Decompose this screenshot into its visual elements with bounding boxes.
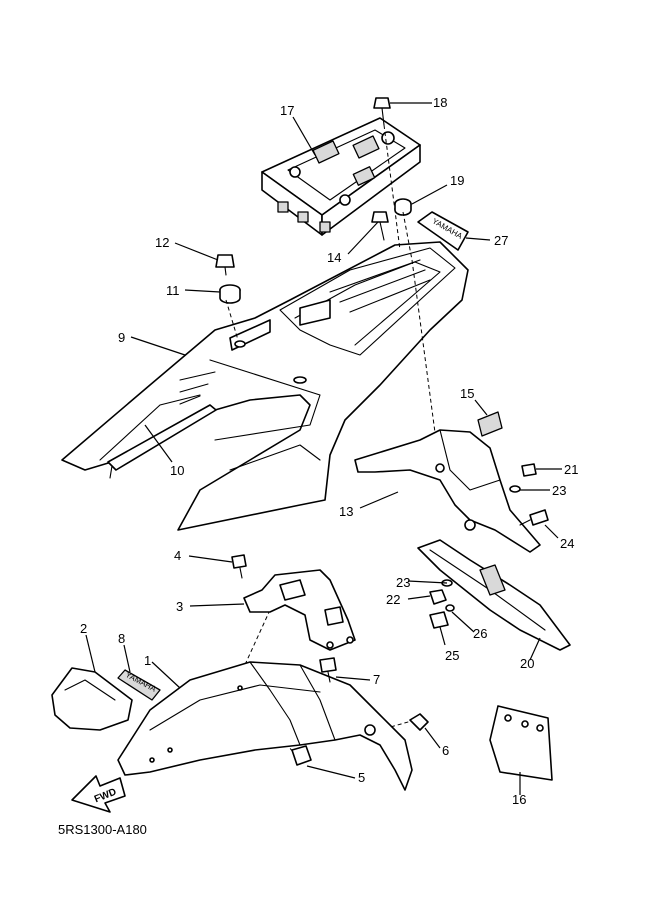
rear-carrier-part[interactable]: [261, 117, 421, 236]
reflector-part[interactable]: [477, 411, 503, 437]
rear-flap-part[interactable]: [354, 429, 541, 553]
fender-cap-part[interactable]: [409, 713, 429, 731]
screw-long-part[interactable]: [519, 509, 549, 526]
callout-9: 9: [118, 330, 125, 345]
callout-3: 3: [176, 599, 183, 614]
callout-4: 4: [174, 548, 181, 563]
nut-lower-part[interactable]: [429, 611, 449, 629]
seat-strip-part[interactable]: [107, 404, 217, 479]
callout-13: 13: [339, 504, 353, 519]
fender-bracket-part[interactable]: [243, 569, 356, 651]
bracket-bolt-part[interactable]: [231, 554, 247, 579]
forward-arrow-icon: FWD: [71, 775, 126, 813]
callout-labels: 18 17 19 27 14 12 11 9 10 13 15 21 23 24…: [80, 95, 578, 807]
leader-lines: [85, 102, 562, 795]
callout-2: 2: [80, 621, 87, 636]
carrier-bolt-front-part[interactable]: [371, 211, 389, 241]
washer-part[interactable]: [509, 485, 521, 493]
callout-12: 12: [155, 235, 169, 250]
callout-19: 19: [450, 173, 464, 188]
seat-bolt-part[interactable]: [215, 254, 235, 276]
license-bracket-part[interactable]: [417, 539, 571, 651]
callout-16: 16: [512, 792, 526, 807]
callout-23b: 23: [396, 575, 410, 590]
carrier-bolt-part[interactable]: [373, 97, 391, 126]
callout-7: 7: [373, 672, 380, 687]
callout-11: 11: [166, 283, 180, 298]
callout-18: 18: [433, 95, 447, 110]
rear-cover-part[interactable]: [61, 241, 469, 531]
collar-part[interactable]: [219, 284, 241, 304]
callout-24: 24: [560, 536, 574, 551]
callout-21: 21: [564, 462, 578, 477]
screw-part[interactable]: [521, 463, 537, 477]
callout-1: 1: [144, 653, 151, 668]
callout-6: 6: [442, 743, 449, 758]
fender-nut-part[interactable]: [291, 745, 312, 766]
callout-8: 8: [118, 631, 125, 646]
rear-fender-part[interactable]: [117, 661, 413, 791]
callout-10: 10: [170, 463, 184, 478]
callout-15: 15: [460, 386, 474, 401]
plate-part[interactable]: [489, 705, 553, 781]
diagram-code: 5RS1300-A180: [58, 822, 147, 837]
callout-26: 26: [473, 626, 487, 641]
callout-23a: 23: [552, 483, 566, 498]
fender-flap-part[interactable]: [51, 667, 133, 731]
nut-part[interactable]: [429, 589, 447, 605]
callout-25: 25: [445, 648, 459, 663]
callout-27: 27: [494, 233, 508, 248]
spring-washer-part[interactable]: [445, 604, 455, 612]
fender-bolt-part[interactable]: [319, 657, 337, 683]
callout-17: 17: [280, 103, 294, 118]
callout-14: 14: [327, 250, 341, 265]
callout-22: 22: [386, 592, 400, 607]
callout-20: 20: [520, 656, 534, 671]
callout-5: 5: [358, 770, 365, 785]
